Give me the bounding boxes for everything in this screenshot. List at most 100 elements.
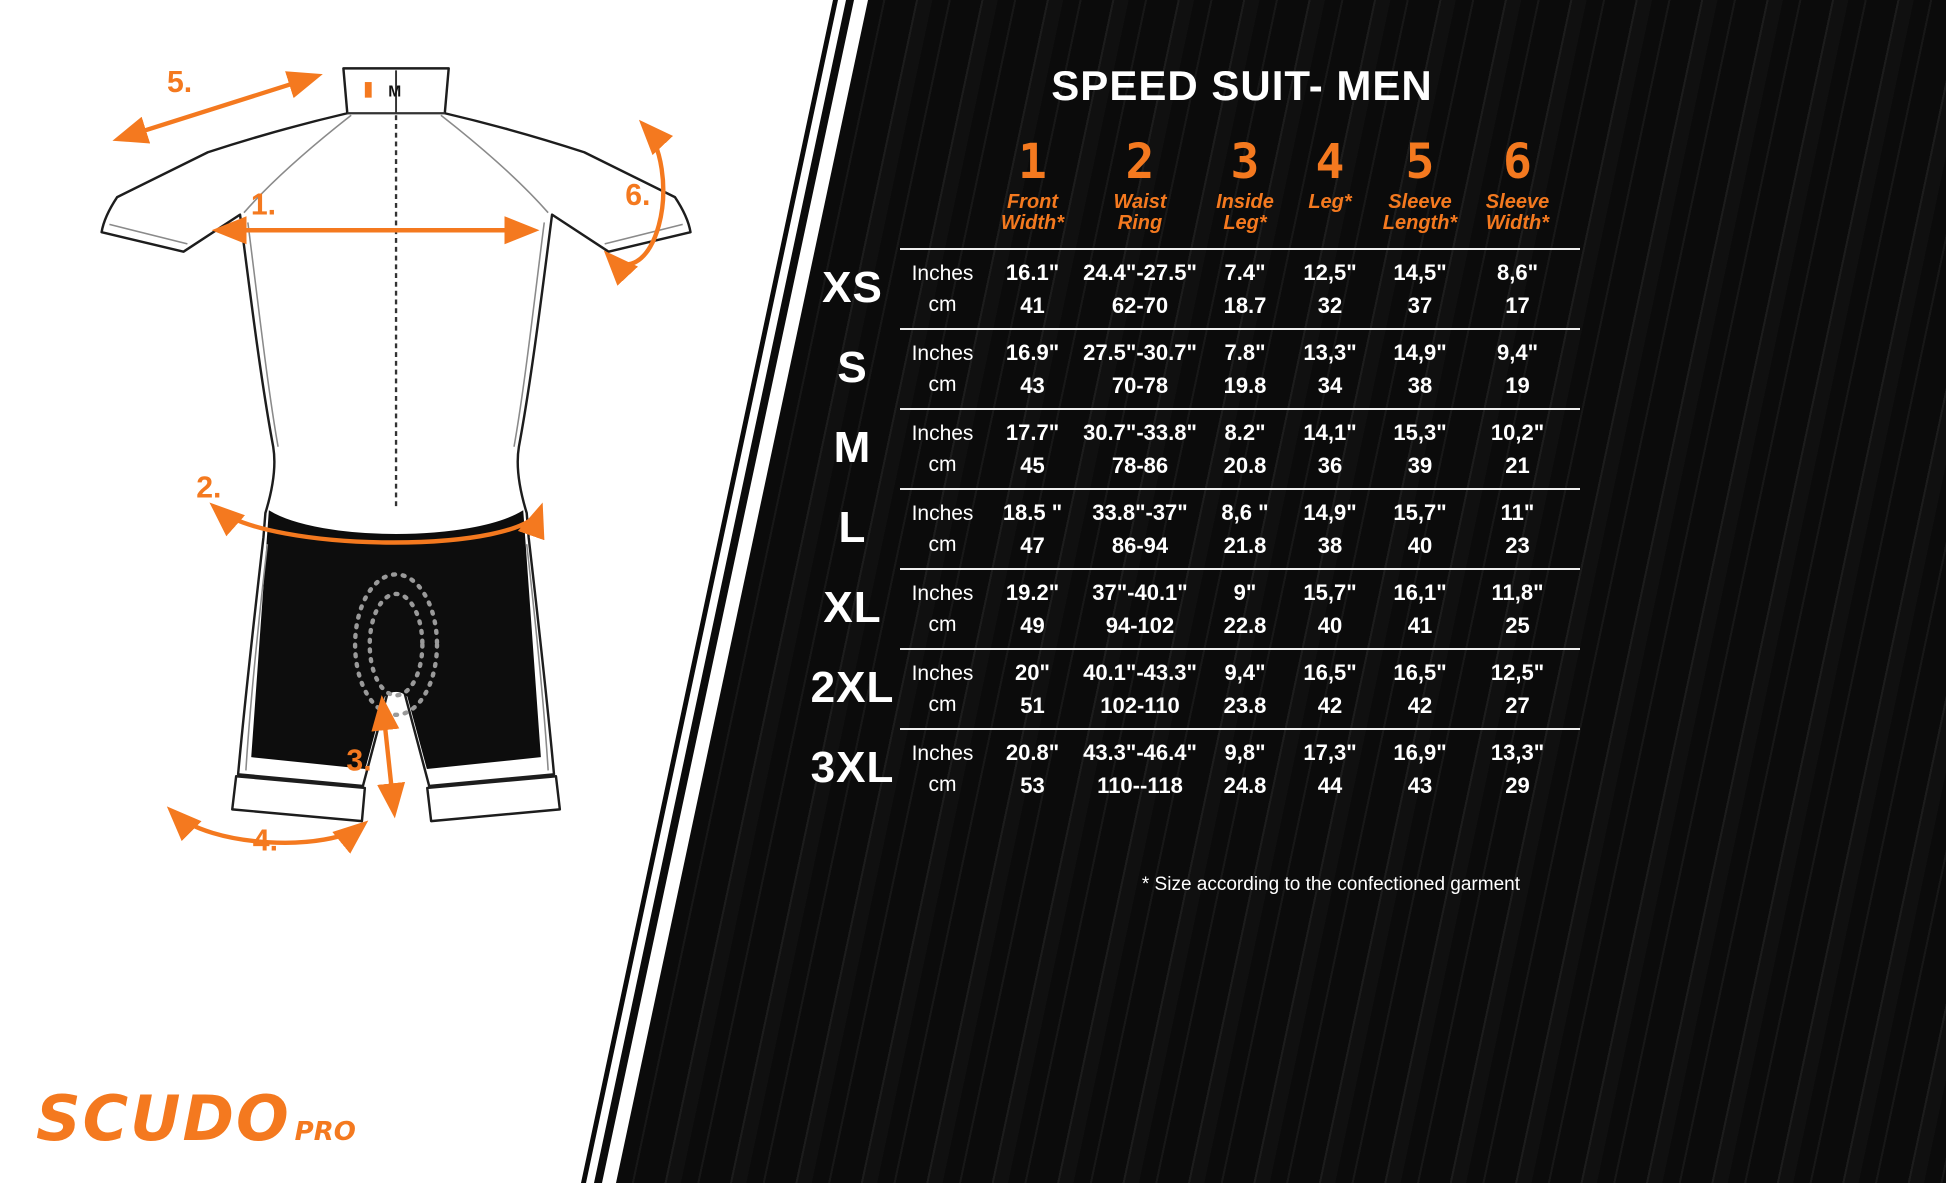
value-cell: 13,3"29	[1490, 739, 1545, 798]
diagram-label-5: 5.	[167, 66, 192, 99]
value-cell: 15,3"39	[1393, 419, 1447, 478]
column-number: 4	[1315, 134, 1345, 190]
value-cell: 18.5 "47	[1002, 499, 1063, 558]
diagram-label-6: 6.	[625, 179, 650, 212]
size-label: S	[837, 343, 868, 392]
value-cell: 11,8"25	[1491, 579, 1544, 638]
diagram-label-3: 3.	[346, 744, 371, 777]
column-label: Sleeve Width*	[1485, 191, 1550, 234]
value-cell: 17.7"45	[1005, 419, 1060, 478]
column-label: Front Width*	[1000, 191, 1065, 234]
diagram-label-2: 2.	[196, 471, 221, 504]
size-tag: M	[364, 82, 401, 101]
value-cell: 8,6"17	[1496, 259, 1538, 318]
arrow-3-inside-leg	[371, 695, 406, 819]
value-cell: 7.8"19.8	[1223, 339, 1267, 398]
size-label: L	[838, 503, 867, 552]
value-cell: 14,5"37	[1393, 259, 1447, 318]
value-cell: 16,9"43	[1393, 739, 1447, 798]
value-cell: 20"51	[1015, 659, 1050, 718]
diagram-label-4: 4.	[253, 824, 278, 857]
value-cell: 12,5"32	[1303, 259, 1357, 318]
value-cell: 14,1"36	[1303, 419, 1357, 478]
arrow-4-leg	[166, 806, 369, 854]
diagram-label-1: 1.	[251, 189, 276, 222]
value-cell: 16,5"42	[1393, 659, 1447, 718]
value-cell: 9,8"24.8	[1223, 739, 1267, 798]
size-tag-letter: M	[388, 84, 401, 101]
value-cell: 16,1"41	[1393, 579, 1447, 638]
column-number: 5	[1405, 134, 1435, 190]
arrow-6-sleeve-width	[603, 119, 674, 286]
collar-and-zipper	[347, 70, 445, 508]
value-cell: 14,9"38	[1303, 499, 1357, 558]
value-cell: 16,5"42	[1303, 659, 1357, 718]
size-label: 2XL	[810, 663, 895, 712]
speed-suit-diagram: M 5. 1. 6. 2. 3. 4.	[100, 66, 692, 857]
arrow-2-waist-ring	[209, 502, 545, 545]
value-cell: 9"22.8	[1223, 579, 1267, 638]
value-cell: 37"-40.1"94-102	[1092, 579, 1188, 638]
value-cell: 17,3"44	[1303, 739, 1357, 798]
arrow-5-sleeve-length	[112, 71, 323, 144]
brand-name: SCUDO	[36, 1082, 291, 1155]
value-cell: 30.7"-33.8"78-86	[1083, 419, 1197, 478]
value-cell: 10,2"21	[1490, 419, 1545, 478]
value-cell: 15,7"40	[1393, 499, 1447, 558]
value-cell: 14,9"38	[1393, 339, 1447, 398]
value-cell: 9,4"23.8	[1223, 659, 1267, 718]
value-cell: 8,6 "21.8	[1221, 499, 1269, 558]
footnote: * Size according to the confectioned gar…	[1141, 874, 1520, 895]
value-cell: 12,5"27	[1490, 659, 1545, 718]
chart-title: SPEED SUIT- MEN	[1051, 62, 1433, 109]
column-number: 3	[1230, 134, 1260, 190]
value-cell: 33.8"-37"86-94	[1092, 499, 1188, 558]
column-number: 1	[1018, 134, 1047, 190]
size-label: 3XL	[810, 743, 895, 792]
value-cell: 16.1"41	[1005, 259, 1060, 318]
size-label: M	[833, 423, 872, 472]
value-cell: 40.1"-43.3"102-110	[1083, 659, 1197, 718]
column-label: Inside Leg*	[1216, 191, 1274, 234]
value-cell: 27.5"-30.7"70-78	[1083, 339, 1197, 398]
value-cell: 43.3"-46.4"110--118	[1083, 739, 1197, 798]
value-cell: 16.9"43	[1005, 339, 1060, 398]
value-cell: 13,3"34	[1303, 339, 1357, 398]
size-label: XS	[822, 263, 883, 312]
shorts-panel	[251, 510, 541, 769]
right-cuff	[426, 775, 562, 823]
column-label: Waist Ring	[1113, 191, 1167, 234]
value-cell: 15,7"40	[1303, 579, 1357, 638]
value-cell: 20.8"53	[1005, 739, 1060, 798]
size-label: XL	[823, 583, 882, 632]
